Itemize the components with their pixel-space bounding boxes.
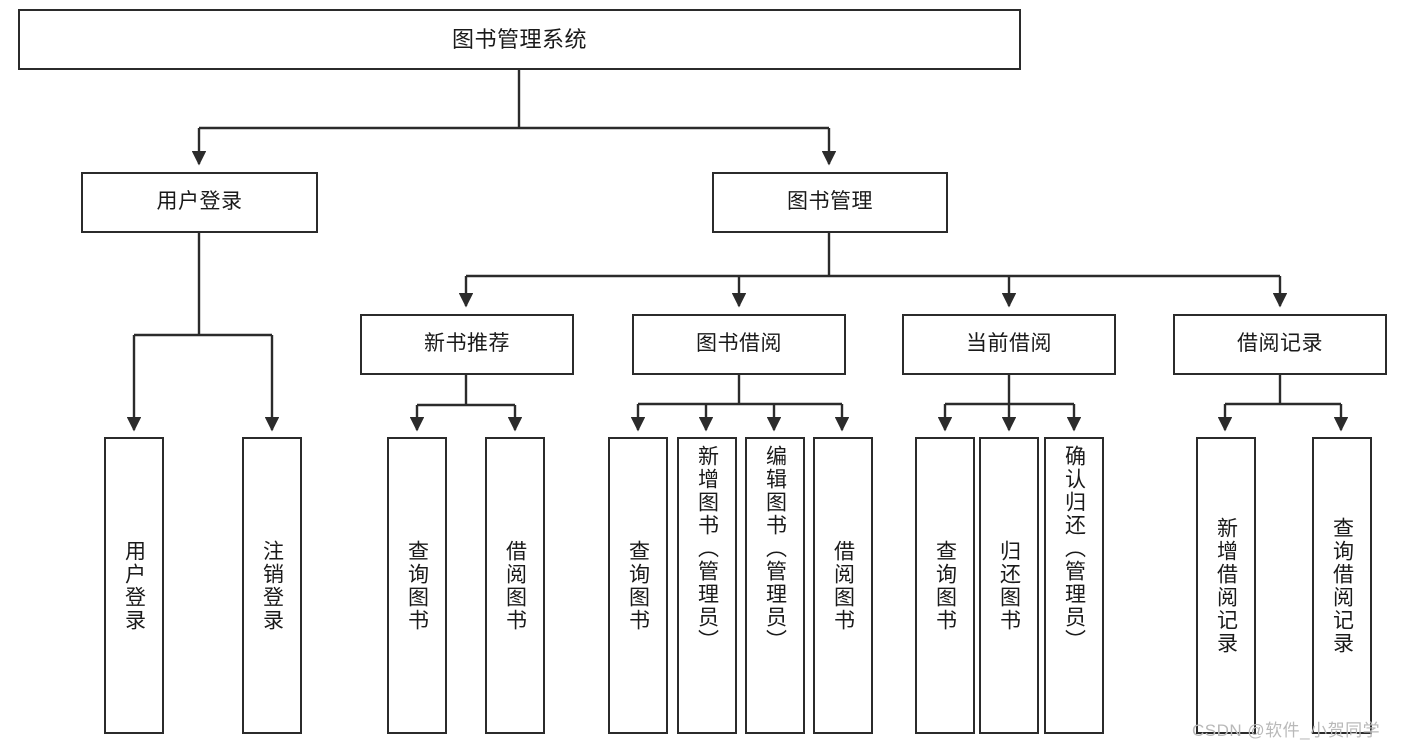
leaf-current-borrow-query-book[interactable]: 查询图书 (915, 437, 975, 734)
node-label: 新书推荐 (424, 332, 510, 356)
leaf-current-borrow-return-book[interactable]: 归还图书 (979, 437, 1039, 734)
node-book-borrowing[interactable]: 图书借阅 (632, 314, 846, 375)
leaf-borrow-record-add-record[interactable]: 新增借阅记录 (1196, 437, 1256, 734)
leaf-book-borrow-query-book[interactable]: 查询图书 (608, 437, 668, 734)
node-new-book-recommendation[interactable]: 新书推荐 (360, 314, 574, 375)
node-label: 图书管理系统 (451, 26, 587, 52)
node-label: 注销登录 (260, 539, 284, 632)
node-label: 图书借阅 (696, 332, 782, 356)
node-user-login[interactable]: 用户登录 (81, 172, 318, 233)
node-label: 借阅记录 (1237, 332, 1323, 356)
node-label: 编辑图书（管理员） (763, 445, 787, 652)
node-label: 查询图书 (626, 539, 650, 632)
node-label: 查询图书 (933, 539, 957, 632)
leaf-current-borrow-confirm-return-admin[interactable]: 确认归还（管理员） (1044, 437, 1104, 734)
leaf-book-borrow-edit-book-admin[interactable]: 编辑图书（管理员） (745, 437, 805, 734)
node-label: 查询借阅记录 (1330, 516, 1354, 655)
node-label: 图书管理 (787, 190, 873, 214)
leaf-new-book-query-book[interactable]: 查询图书 (387, 437, 447, 734)
node-label: 新增借阅记录 (1214, 516, 1238, 655)
node-label: 确认归还（管理员） (1062, 445, 1086, 652)
node-label: 归还图书 (997, 539, 1021, 632)
node-label: 当前借阅 (966, 332, 1052, 356)
leaf-new-book-borrow-book[interactable]: 借阅图书 (485, 437, 545, 734)
node-root-book-management-system[interactable]: 图书管理系统 (18, 9, 1021, 70)
leaf-borrow-record-query-record[interactable]: 查询借阅记录 (1312, 437, 1372, 734)
node-label: 查询图书 (405, 539, 429, 632)
node-label: 借阅图书 (831, 539, 855, 632)
node-label: 用户登录 (156, 190, 243, 214)
node-label: 借阅图书 (503, 539, 527, 632)
node-label: 用户登录 (122, 539, 146, 632)
leaf-book-borrow-add-book-admin[interactable]: 新增图书（管理员） (677, 437, 737, 734)
node-book-management[interactable]: 图书管理 (712, 172, 948, 233)
node-current-borrowing[interactable]: 当前借阅 (902, 314, 1116, 375)
leaf-book-borrow-borrow-book[interactable]: 借阅图书 (813, 437, 873, 734)
node-borrowing-record[interactable]: 借阅记录 (1173, 314, 1387, 375)
node-label: 新增图书（管理员） (695, 445, 719, 652)
leaf-user-login-login[interactable]: 用户登录 (104, 437, 164, 734)
leaf-user-login-logout[interactable]: 注销登录 (242, 437, 302, 734)
